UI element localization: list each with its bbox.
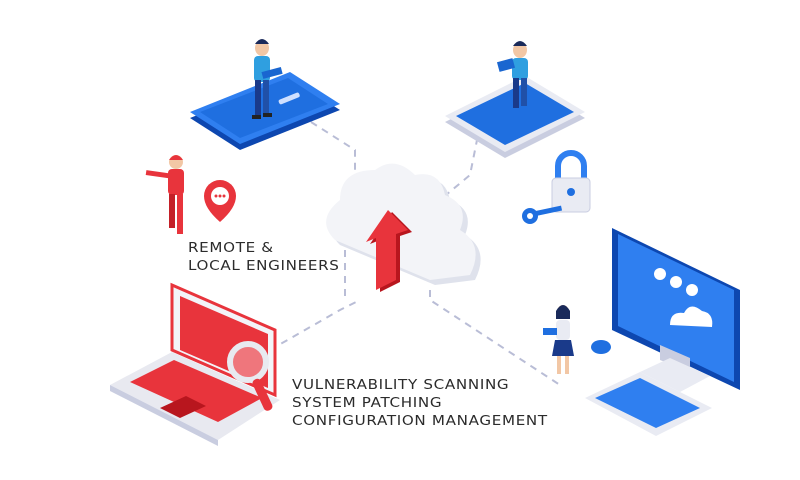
engineers-label: REMOTE & LOCAL ENGINEERS bbox=[188, 239, 340, 275]
monitor-icon bbox=[612, 228, 740, 392]
red-engineer-figure bbox=[145, 155, 184, 234]
location-pin-icon bbox=[204, 180, 236, 222]
service-configuration-management: CONFIGURATION MANAGEMENT bbox=[292, 413, 548, 429]
key-icon bbox=[522, 205, 563, 224]
engineer-figure-left bbox=[252, 39, 283, 119]
tablet-icon bbox=[445, 76, 585, 158]
magnifier-icon bbox=[227, 341, 273, 411]
mouse-icon bbox=[591, 340, 611, 354]
service-vulnerability-scanning: VULNERABILITY SCANNING bbox=[292, 377, 510, 393]
engineers-label-line: REMOTE & bbox=[188, 240, 274, 256]
padlock-icon bbox=[551, 150, 591, 213]
cloud-upload-icon bbox=[326, 163, 481, 292]
connector-lines bbox=[269, 114, 561, 386]
engineers-label-line: LOCAL ENGINEERS bbox=[188, 258, 340, 274]
woman-engineer-figure bbox=[543, 305, 574, 374]
engineer-figure-right bbox=[496, 41, 528, 108]
services-label: VULNERABILITY SCANNING SYSTEM PATCHING C… bbox=[292, 376, 548, 430]
service-system-patching: SYSTEM PATCHING bbox=[292, 395, 443, 411]
laptop-icon bbox=[110, 282, 280, 446]
keyboard-icon bbox=[585, 372, 712, 436]
